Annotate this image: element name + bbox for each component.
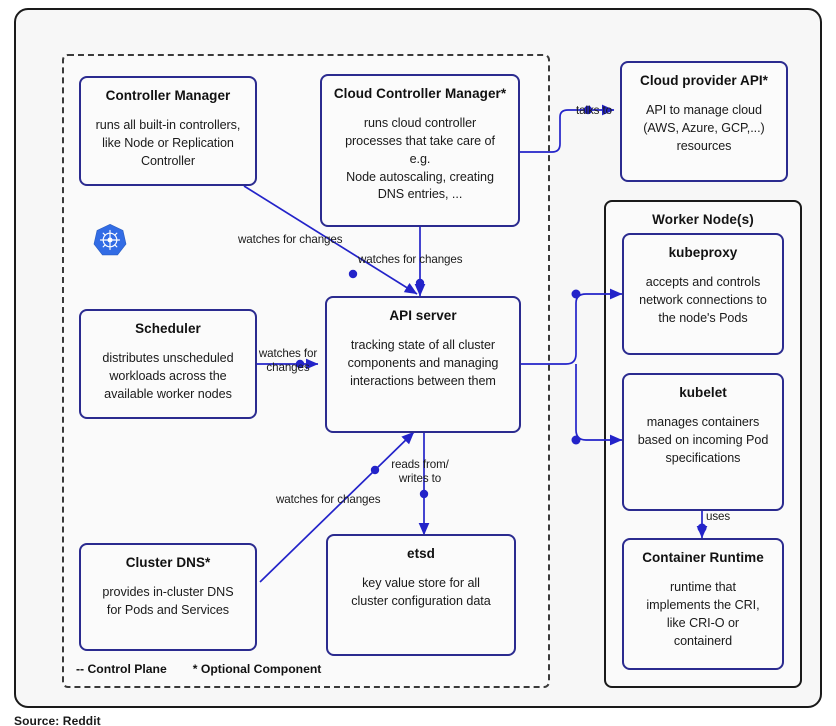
box-controller-manager[interactable]: Controller Manager runs all built-in con… [79,76,257,186]
cloud-controller-manager-desc: runs cloud controller processes that tak… [345,115,495,202]
box-cloud-provider-api[interactable]: Cloud provider API* API to manage cloud … [620,61,788,182]
edge-label-watches-for-changes-dns: watches for changes [276,493,381,506]
box-container-runtime[interactable]: Container Runtime runtime that implement… [622,538,784,670]
legend-control-plane: -- Control Plane [76,662,167,676]
box-scheduler[interactable]: Scheduler distributes unscheduled worklo… [79,309,257,419]
cloud-provider-api-desc: API to manage cloud (AWS, Azure, GCP,...… [643,102,765,153]
kubernetes-logo [93,223,127,257]
edge-label-watches-for-changes-cm: watches for changes [238,233,343,246]
controller-manager-desc: runs all built-in controllers, like Node… [95,117,241,168]
container-runtime-title: Container Runtime [642,550,764,565]
etsd-desc: key value store for all cluster configur… [351,575,491,608]
source-caption: Source: Reddit [14,714,101,726]
edge-label-talks-to: talks to [576,104,612,117]
scheduler-title: Scheduler [135,321,201,336]
api-server-title: API server [389,308,457,323]
edge-label-reads-writes: reads from/ writes to [391,458,449,486]
cluster-dns-title: Cluster DNS* [125,555,211,570]
cloud-controller-manager-title: Cloud Controller Manager* [333,86,507,101]
worker-node-title: Worker Node(s) [652,212,754,227]
edge-label-watches-for-changes-ccm: watches for changes [358,253,463,266]
box-kubeproxy[interactable]: kubeproxy accepts and controls network c… [622,233,784,355]
cluster-dns-desc: provides in-cluster DNS for Pods and Ser… [102,584,234,617]
box-etsd[interactable]: etsd key value store for all cluster con… [326,534,516,656]
cloud-provider-api-title: Cloud provider API* [640,73,768,88]
kubelet-title: kubelet [679,385,727,400]
kubeproxy-desc: accepts and controls network connections… [639,274,767,325]
legend-optional-component: * Optional Component [192,662,322,676]
etsd-title: etsd [407,546,435,561]
legend: -- Control Plane * Optional Component [76,662,321,676]
controller-manager-title: Controller Manager [105,88,231,103]
box-cloud-controller-manager[interactable]: Cloud Controller Manager* runs cloud con… [320,74,520,227]
box-kubelet[interactable]: kubelet manages containers based on inco… [622,373,784,511]
box-cluster-dns[interactable]: Cluster DNS* provides in-cluster DNS for… [79,543,257,651]
container-runtime-desc: runtime that implements the CRI, like CR… [646,579,760,648]
api-server-desc: tracking state of all cluster components… [347,337,499,388]
kubeproxy-title: kubeproxy [668,245,738,260]
kubelet-desc: manages containers based on incoming Pod… [637,414,769,465]
box-api-server[interactable]: API server tracking state of all cluster… [325,296,521,433]
edge-label-uses: uses [706,510,731,523]
edge-label-watches-for-changes-scheduler: watches for changes [258,347,318,375]
scheduler-desc: distributes unscheduled workloads across… [102,350,234,401]
